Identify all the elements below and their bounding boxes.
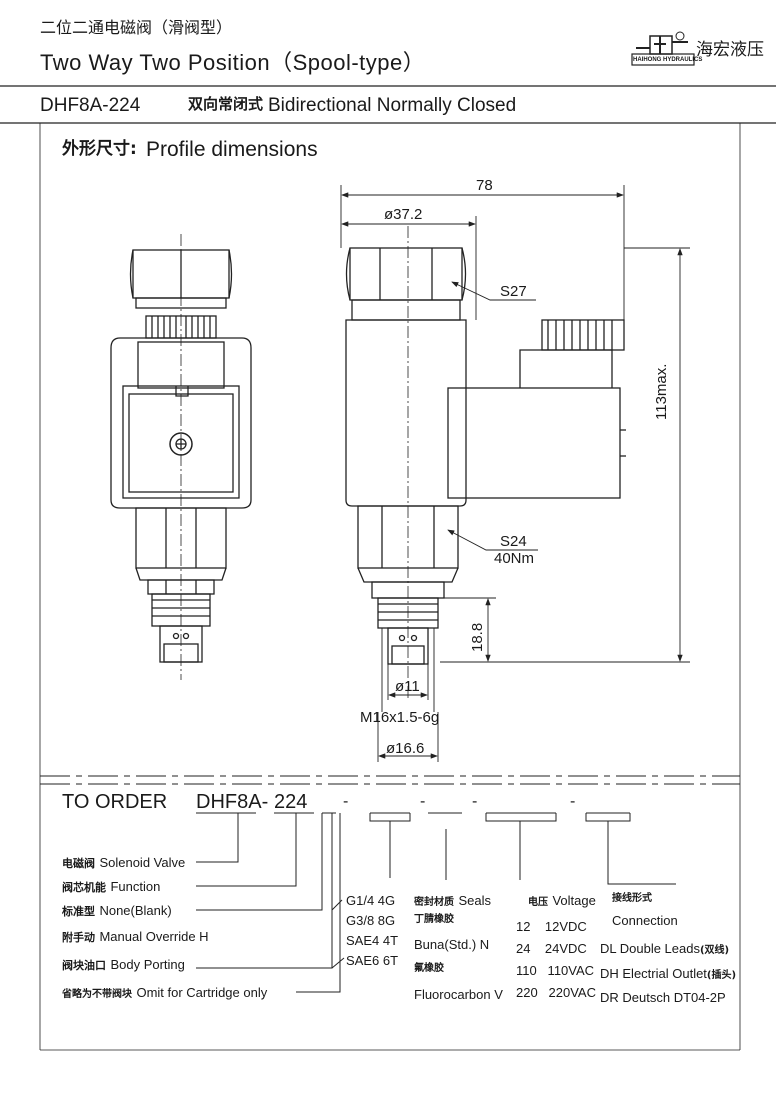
profile-label-en: Profile dimensions (146, 138, 318, 161)
seals-title: 密封材质 Seals (414, 892, 491, 910)
label-en: Omit for Cartridge only (136, 985, 268, 1000)
order-dash-4: - (570, 793, 576, 810)
seals-title-en: Seals (458, 893, 491, 908)
connection-dr: DR Deutsch DT04-2P (600, 990, 726, 1005)
connection-title-en: Connection (612, 913, 678, 928)
seals-buna-cn: 丁腈橡胶 (414, 914, 454, 925)
label-cn: 阀芯机能 (62, 881, 106, 894)
label-en: Function (110, 879, 161, 894)
dim-height-max: 113max. (653, 363, 670, 420)
voltage-option: 110 110VAC (516, 963, 595, 978)
connection-title-cn: 接线形式 (612, 893, 652, 904)
haihong-logo-icon (631, 31, 695, 66)
porting-option: SAE4 4T (346, 933, 399, 948)
label-en: None(Blank) (99, 903, 172, 918)
desc-en: Bidirectional Normally Closed (268, 95, 517, 116)
title-en: Two Way Two Position（Spool-type） (40, 50, 426, 75)
connection-dl-cn: (双线) (699, 945, 730, 956)
order-dash-1: - (343, 793, 349, 810)
voltage-option: 12 12VDC (516, 919, 587, 934)
order-label-standard: 标准型 None(Blank) (62, 902, 172, 920)
voltage-option: 24 24VDC (516, 941, 587, 956)
profile-label-cn: 外形尺寸: (62, 139, 137, 159)
connection-dl: DL Double Leads(双线) (600, 940, 729, 958)
order-label-solenoid: 电磁阀 Solenoid Valve (62, 854, 185, 872)
dim-cartridge-len: 18.8 (469, 622, 486, 652)
voltage-option: 220 220VAC (516, 985, 596, 1000)
brand-name-cn: 海宏液压 (696, 40, 764, 60)
order-code-func: 224 (274, 791, 308, 813)
order-heading: TO ORDER (62, 791, 168, 813)
voltage-title: 电压 Voltage (528, 892, 596, 910)
model-code: DHF8A-224 (40, 95, 141, 116)
order-label-porting: 阀块油口 Body Porting (62, 956, 185, 974)
porting-option: G1/4 4G (346, 893, 396, 908)
order-label-omit: 省略为不带阀块 Omit for Cartridge only (62, 984, 267, 1002)
side-view (345, 226, 626, 700)
dim-cartridge-dia: ø16.6 (386, 740, 425, 757)
label-cn: 标准型 (62, 905, 95, 918)
dimension-lines (340, 185, 690, 762)
order-code-prefix: DHF8A- (196, 791, 269, 813)
dim-nut-top: S27 (500, 283, 527, 300)
voltage-title-en: Voltage (552, 893, 596, 908)
dim-body-dia: ø37.2 (384, 206, 423, 223)
connection-dh-cn: (插头) (706, 970, 737, 981)
porting-option: SAE6 6T (346, 953, 399, 968)
dim-spool-dia: ø11 (395, 678, 420, 695)
label-en: Solenoid Valve (99, 855, 186, 870)
desc-cn: 双向常闭式 (188, 95, 264, 113)
label-cn: 电磁阀 (62, 857, 95, 870)
order-label-manual: 附手动 Manual Override H (62, 928, 209, 946)
porting-option: G3/8 8G (346, 913, 396, 928)
order-dash-3: - (472, 793, 478, 810)
label-en: Manual Override H (99, 929, 209, 944)
brand-logo: HAIHONG HYDRAULICS 海宏液压 (630, 30, 764, 70)
title-cn: 二位二通电磁阀（滑阀型） (40, 18, 233, 37)
order-lines (40, 775, 740, 993)
seals-buna-en: Buna(Std.) N (414, 937, 490, 952)
dim-width-overall: 78 (476, 177, 493, 194)
voltage-title-cn: 电压 (528, 897, 548, 908)
label-cn: 附手动 (62, 931, 95, 944)
connection-dh-en: DH Electrial Outlet (600, 966, 707, 981)
connection-dl-en: DL Double Leads (600, 941, 700, 956)
label-en: Body Porting (110, 957, 185, 972)
label-cn: 省略为不带阀块 (62, 989, 132, 1000)
dim-thread: M16x1.5-6g (360, 709, 440, 726)
dim-nut-bottom: S24 (500, 533, 527, 550)
order-dash-2: - (420, 793, 426, 810)
brand-logo-text: HAIHONG HYDRAULICS (633, 57, 703, 63)
seals-fluoro-en: Fluorocarbon V (414, 987, 503, 1002)
front-view (110, 234, 252, 680)
seals-fluoro-cn: 氟橡胶 (414, 963, 444, 974)
order-label-function: 阀芯机能 Function (62, 878, 160, 896)
seals-title-cn: 密封材质 (414, 897, 454, 908)
dim-torque: 40Nm (494, 550, 535, 567)
label-cn: 阀块油口 (62, 959, 106, 972)
connection-dh: DH Electrial Outlet(插头) (600, 965, 736, 983)
